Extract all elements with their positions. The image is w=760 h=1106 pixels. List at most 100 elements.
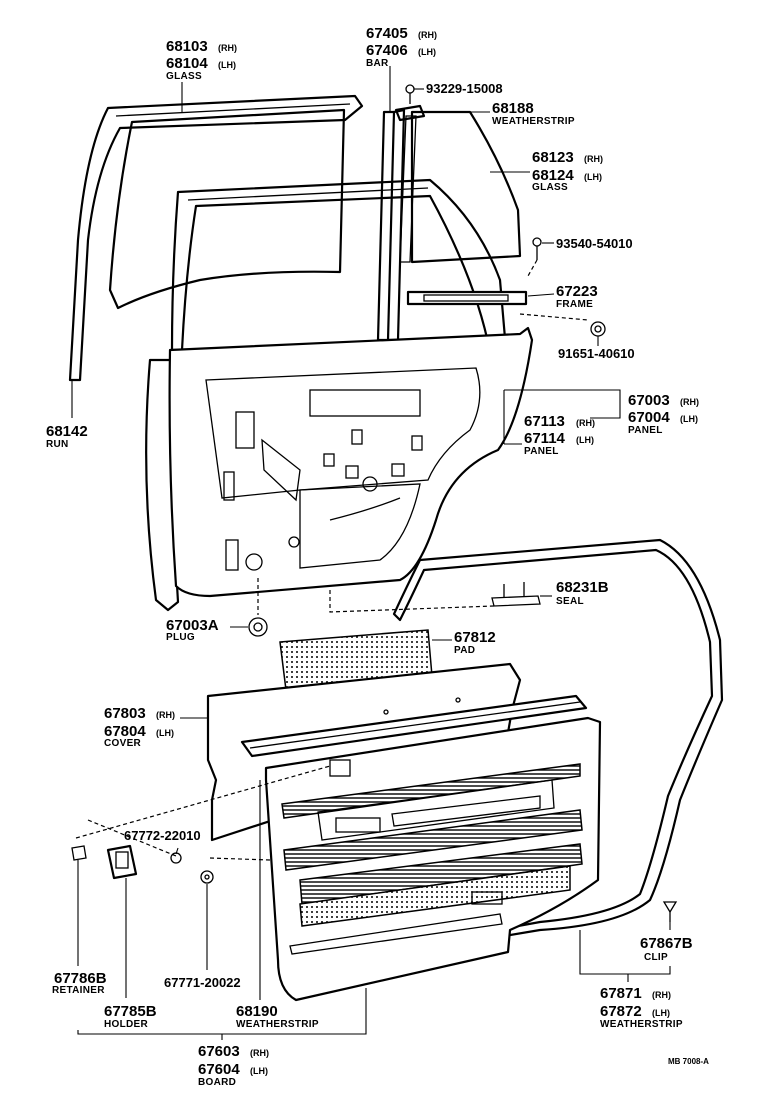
svg-text:93540-54010: 93540-54010 (556, 236, 633, 251)
glass-front-drawing (108, 108, 346, 310)
svg-text:(LH): (LH) (250, 1066, 268, 1076)
svg-text:(LH): (LH) (156, 728, 174, 738)
svg-text:WEATHERSTRIP: WEATHERSTRIP (236, 1019, 319, 1030)
svg-text:(RH): (RH) (584, 154, 603, 164)
reference-code: MB 7008-A (668, 1057, 709, 1066)
retainer-icon (71, 845, 87, 861)
door-panel-drawing (145, 178, 534, 612)
svg-text:BAR: BAR (366, 58, 389, 69)
svg-text:67223: 67223 (556, 283, 598, 300)
svg-text:(RH): (RH) (680, 397, 699, 407)
svg-text:COVER: COVER (104, 738, 142, 749)
svg-text:67785B: 67785B (104, 1003, 157, 1020)
svg-text:(RH): (RH) (418, 30, 437, 40)
leader-lines (71, 66, 671, 1040)
svg-text:67003: 67003 (628, 392, 670, 409)
svg-text:67786B: 67786B (54, 970, 107, 987)
label-screw-mid: 93540-54010 (556, 236, 633, 251)
svg-text:67003A: 67003A (166, 617, 219, 634)
svg-text:(LH): (LH) (680, 414, 698, 424)
weatherstrip-top-drawing (394, 104, 426, 122)
svg-text:67603: 67603 (198, 1043, 240, 1060)
clip-right-icon (662, 901, 678, 922)
svg-text:(LH): (LH) (218, 60, 236, 70)
label-seal: 68231B SEAL (556, 579, 609, 607)
label-bolt: 91651-40610 (558, 346, 635, 361)
svg-text:68190: 68190 (236, 1003, 278, 1020)
label-clip-small: 67772-22010 (124, 828, 201, 843)
label-panel-inner: 67113 (RH) 67114 (LH) PANEL (524, 413, 595, 457)
label-clip-bottom: 67771-20022 (164, 975, 241, 990)
bar-drawing (376, 108, 406, 342)
svg-text:67114: 67114 (524, 430, 566, 447)
svg-text:PLUG: PLUG (166, 632, 195, 643)
svg-text:(LH): (LH) (576, 435, 594, 445)
seal-drawing (491, 582, 541, 607)
glass-rear-drawing (399, 110, 522, 264)
svg-text:CLIP: CLIP (644, 952, 668, 963)
svg-text:68123: 68123 (532, 149, 574, 166)
svg-text:67405: 67405 (366, 25, 408, 42)
svg-text:RUN: RUN (46, 439, 69, 450)
label-glass-front: 68103 (RH) 68104 (LH) GLASS (166, 38, 237, 82)
label-weatherstrip-door: 67871 (RH) 67872 (LH) WEATHERSTRIP (600, 985, 683, 1030)
svg-text:91651-40610: 91651-40610 (558, 346, 635, 361)
svg-text:SEAL: SEAL (556, 596, 584, 607)
svg-text:(LH): (LH) (584, 172, 602, 182)
label-glass-rear: 68123 (RH) 68124 (LH) GLASS (532, 149, 603, 193)
label-bar: 67405 (RH) 67406 (LH) BAR (366, 25, 437, 69)
svg-text:67771-20022: 67771-20022 (164, 975, 241, 990)
label-board: 67603 (RH) 67604 (LH) BOARD (198, 1043, 269, 1088)
svg-text:68142: 68142 (46, 423, 88, 440)
label-screw-top: 93229-15008 (426, 81, 503, 96)
frame-drawing (406, 290, 528, 306)
svg-text:(RH): (RH) (576, 418, 595, 428)
svg-text:67804: 67804 (104, 723, 146, 740)
bolt-icon (590, 321, 606, 337)
svg-text:PAD: PAD (454, 645, 475, 656)
svg-text:67604: 67604 (198, 1061, 240, 1078)
svg-text:(RH): (RH) (250, 1048, 269, 1058)
svg-text:GLASS: GLASS (166, 71, 202, 82)
holder-icon (106, 844, 138, 880)
svg-text:FRAME: FRAME (556, 299, 593, 310)
label-weatherstrip-belt: 68190 WEATHERSTRIP (236, 1003, 319, 1030)
screw-top-icon (405, 84, 415, 104)
label-weatherstrip-top: 68188 WEATHERSTRIP (492, 100, 575, 127)
svg-text:RETAINER: RETAINER (52, 985, 105, 996)
label-retainer: 67786B RETAINER (52, 970, 107, 996)
svg-text:68188: 68188 (492, 100, 534, 117)
svg-text:68124: 68124 (532, 167, 574, 184)
clip-bottom-icon (200, 870, 214, 884)
svg-text:93229-15008: 93229-15008 (426, 81, 503, 96)
label-clip-right: 67867B CLIP (640, 935, 693, 963)
svg-text:67872: 67872 (600, 1003, 642, 1020)
svg-text:GLASS: GLASS (532, 182, 568, 193)
svg-text:PANEL: PANEL (524, 446, 559, 457)
svg-text:67871: 67871 (600, 985, 642, 1002)
svg-text:(RH): (RH) (652, 990, 671, 1000)
svg-text:67113: 67113 (524, 413, 565, 430)
label-pad: 67812 PAD (454, 629, 496, 656)
svg-text:BOARD: BOARD (198, 1077, 236, 1088)
svg-text:68231B: 68231B (556, 579, 609, 596)
svg-text:67406: 67406 (366, 42, 408, 59)
svg-text:68104: 68104 (166, 55, 208, 72)
belt-weatherstrip-drawing (240, 694, 588, 758)
label-plug: 67003A PLUG (166, 617, 219, 643)
label-run: 68142 RUN (46, 423, 88, 450)
svg-text:HOLDER: HOLDER (104, 1019, 148, 1030)
svg-text:68103: 68103 (166, 38, 208, 55)
svg-text:67004: 67004 (628, 409, 670, 426)
svg-text:67772-22010: 67772-22010 (124, 828, 201, 843)
svg-text:67803: 67803 (104, 705, 146, 722)
svg-text:(RH): (RH) (218, 43, 237, 53)
svg-text:WEATHERSTRIP: WEATHERSTRIP (492, 116, 575, 127)
label-holder: 67785B HOLDER (104, 1003, 157, 1030)
svg-text:WEATHERSTRIP: WEATHERSTRIP (600, 1019, 683, 1030)
label-cover: 67803 (RH) 67804 (LH) COVER (104, 705, 175, 749)
svg-text:(LH): (LH) (652, 1008, 670, 1018)
run-channel-drawing (68, 94, 364, 382)
svg-text:67812: 67812 (454, 629, 496, 646)
trim-board-drawing (264, 716, 602, 1002)
